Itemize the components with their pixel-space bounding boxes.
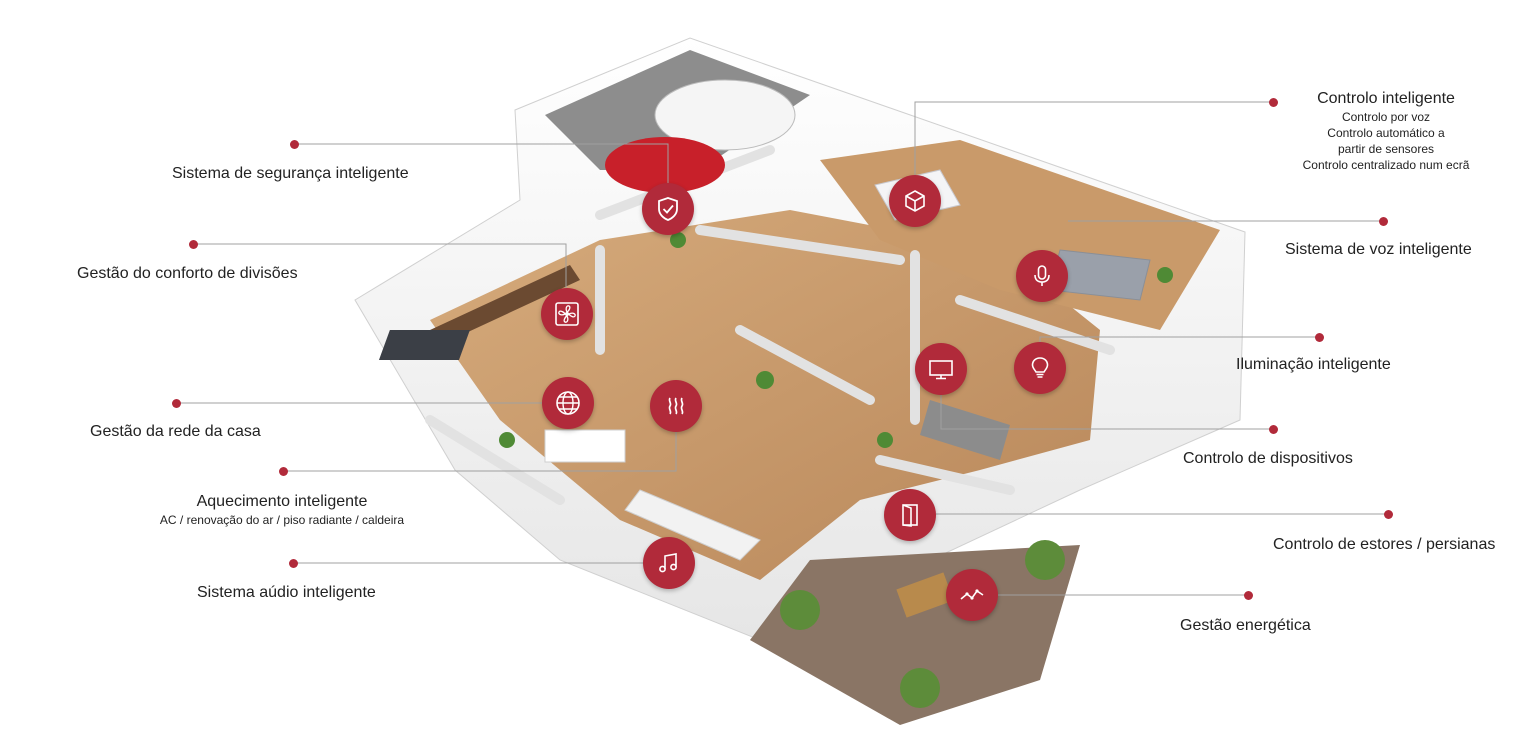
lightbulb-icon xyxy=(1031,357,1049,378)
car-white xyxy=(654,79,796,151)
security-badge[interactable] xyxy=(642,183,694,235)
energy-badge[interactable] xyxy=(946,569,998,621)
bush-1 xyxy=(780,590,820,630)
shield-check-icon xyxy=(658,197,678,221)
network-dot xyxy=(172,399,181,408)
control-sub-3: partir de sensores xyxy=(1337,142,1435,156)
kitchen-island xyxy=(378,330,470,360)
music-note-icon xyxy=(659,553,677,573)
cube-icon xyxy=(905,190,925,212)
blinds-badge[interactable] xyxy=(884,489,936,541)
door-window-icon xyxy=(902,504,918,527)
network-label: Gestão da rede da casa xyxy=(90,423,261,440)
energy-graph-icon xyxy=(960,589,984,600)
heating-subtitle: AC / renovação do ar / piso radiante / c… xyxy=(159,513,405,527)
car-red xyxy=(605,137,725,193)
network-badge[interactable] xyxy=(542,377,594,429)
control-sub-2: Controlo automático a xyxy=(1327,126,1445,140)
audio-label: Sistema aúdio inteligente xyxy=(197,584,376,601)
plant-2 xyxy=(756,371,774,389)
audio-badge[interactable] xyxy=(643,537,695,589)
control-dot xyxy=(1269,98,1278,107)
living-sofa xyxy=(624,489,761,561)
heating-dot xyxy=(279,467,288,476)
connector-lines xyxy=(176,101,1388,596)
energy-dot xyxy=(1244,591,1253,600)
patio-table xyxy=(896,572,954,618)
voice-badge[interactable] xyxy=(1016,250,1068,302)
lighting-label: Iluminação inteligente xyxy=(1236,356,1391,373)
blinds-label: Controlo de estores / persianas xyxy=(1273,536,1496,553)
devices-dot xyxy=(1269,425,1278,434)
heating-label: Aquecimento inteligente AC / renovação d… xyxy=(134,492,430,528)
monitor-icon xyxy=(929,360,953,380)
control-sub-4: Controlo centralizado num ecrã xyxy=(1302,158,1470,172)
blinds-dot xyxy=(1384,510,1393,519)
control-badge[interactable] xyxy=(889,175,941,227)
control-label: Controlo inteligente Controlo por voz Co… xyxy=(1276,89,1496,173)
control-title: Controlo inteligente xyxy=(1317,90,1455,107)
plant-4 xyxy=(499,432,515,448)
bush-3 xyxy=(900,668,940,708)
interior-walls xyxy=(425,145,1115,505)
lighting-badge[interactable] xyxy=(1014,342,1066,394)
lighting-dot xyxy=(1315,333,1324,342)
plant-1 xyxy=(670,232,686,248)
bush-2 xyxy=(1025,540,1065,580)
devices-label: Controlo de dispositivos xyxy=(1183,450,1353,467)
globe-icon xyxy=(556,391,580,415)
plant-5 xyxy=(877,432,893,448)
audio-dot xyxy=(289,559,298,568)
fan-icon xyxy=(555,302,579,326)
kitchen-counter xyxy=(430,265,580,345)
comfort-dot xyxy=(189,240,198,249)
heat-waves-icon xyxy=(668,397,684,415)
security-dot xyxy=(290,140,299,149)
control-sub-1: Controlo por voz xyxy=(1341,110,1431,124)
bed-3 xyxy=(920,400,1010,460)
heating-title: Aquecimento inteligente xyxy=(196,493,368,510)
heating-badge[interactable] xyxy=(650,380,702,432)
security-label: Sistema de segurança inteligente xyxy=(172,165,409,182)
devices-badge[interactable] xyxy=(915,343,967,395)
voice-label: Sistema de voz inteligente xyxy=(1285,241,1472,258)
energy-label: Gestão energética xyxy=(1180,617,1311,634)
comfort-label: Gestão do conforto de divisões xyxy=(77,265,298,282)
plant-3 xyxy=(1157,267,1173,283)
voice-dot xyxy=(1379,217,1388,226)
microphone-icon xyxy=(1034,265,1050,286)
dining-table xyxy=(544,429,626,463)
comfort-badge[interactable] xyxy=(541,288,593,340)
